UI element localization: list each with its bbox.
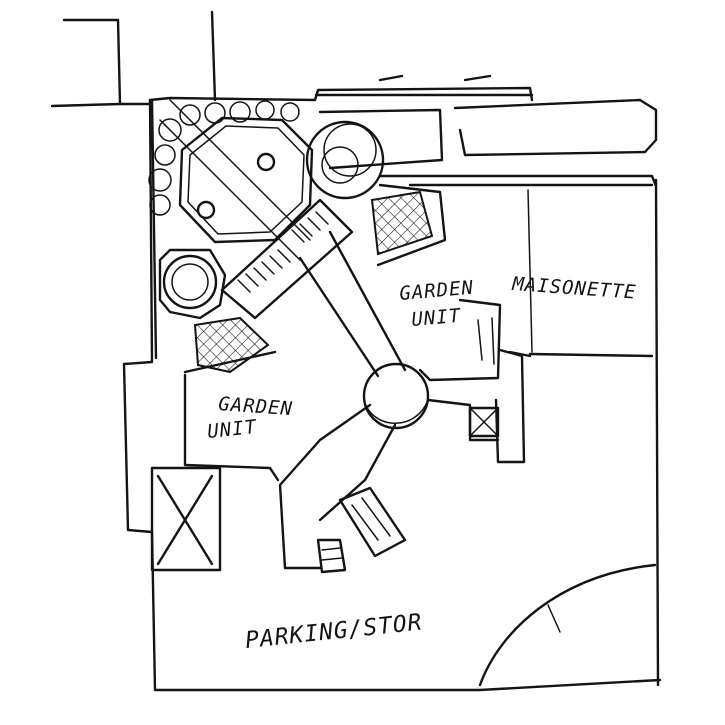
- site-boundary: [122, 74, 662, 692]
- diagonal-walkway: [220, 198, 407, 378]
- label-garden-unit-left-1: GARDEN: [218, 393, 294, 420]
- label-garden-unit-top-2: UNIT: [411, 305, 463, 331]
- storage-box: [150, 466, 222, 572]
- label-garden-unit-left-2: UNIT: [206, 416, 258, 443]
- octagonal-pavilion: [159, 99, 314, 261]
- gate-swing-arc: [478, 563, 657, 687]
- neighbour-boundary: [50, 10, 217, 108]
- round-tree-left: [158, 248, 227, 320]
- stair-treads: [237, 211, 329, 293]
- shrub-clusters: [148, 100, 300, 216]
- central-round-court: [362, 362, 430, 430]
- garden-unit-left-boundary: [183, 350, 280, 482]
- label-parking: PARKING/STOR: [244, 609, 424, 653]
- lower-bench: [316, 486, 407, 574]
- garden-unit-top-enclosure: [318, 108, 526, 464]
- round-tree-top: [305, 120, 385, 200]
- label-maisonette: MAISONETTE: [511, 273, 638, 304]
- lower-walkway: [278, 398, 500, 570]
